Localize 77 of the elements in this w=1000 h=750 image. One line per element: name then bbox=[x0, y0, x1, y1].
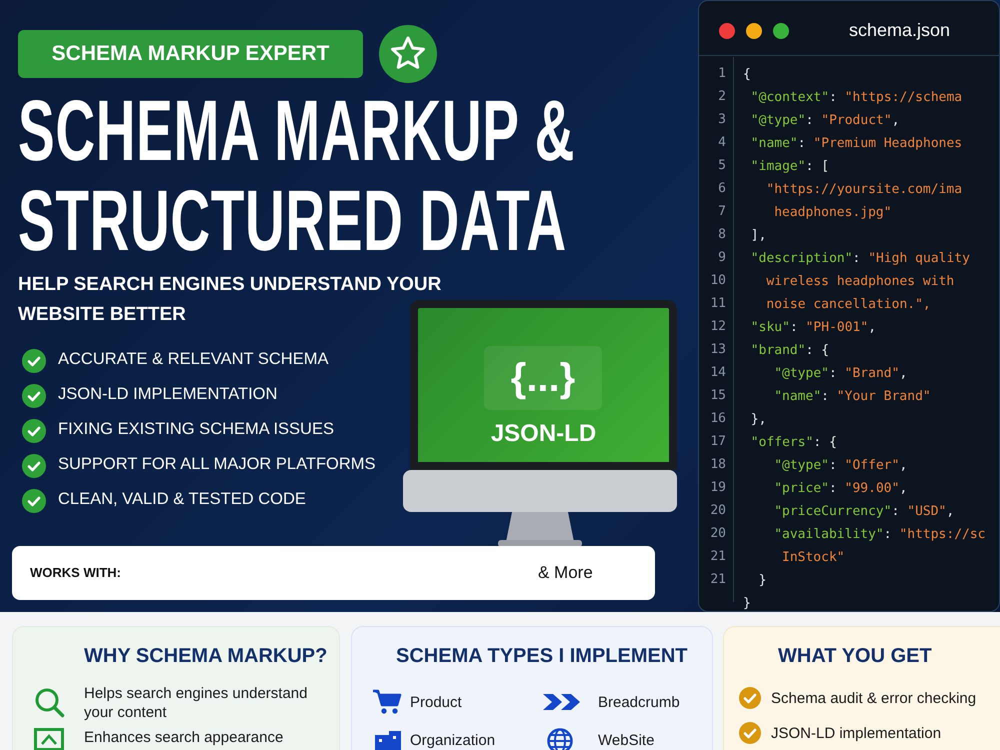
line-number: 5 bbox=[717, 157, 726, 175]
badge: SCHEMA MARKUP EXPERT bbox=[18, 30, 363, 78]
line-number: 1 bbox=[717, 65, 726, 83]
bar-text: & More bbox=[538, 563, 593, 583]
code-line: "@type": "Brand", bbox=[774, 365, 908, 383]
feature-text: JSON-LD IMPLEMENTATION bbox=[58, 385, 278, 404]
feature-text: ACCURATE & RELEVANT SCHEMA bbox=[58, 350, 328, 369]
feature-text: CLEAN, VALID & TESTED CODE bbox=[58, 490, 306, 509]
code-line: "@type": "Offer", bbox=[774, 457, 908, 475]
code-line: "name": "Premium Headphones bbox=[750, 135, 962, 153]
code-window bbox=[698, 0, 1000, 612]
line-number: 20 bbox=[709, 502, 726, 520]
list-text: Helps search engines understand your content bbox=[84, 684, 308, 722]
list-text: WebSite bbox=[598, 731, 656, 750]
line-number: 9 bbox=[717, 249, 726, 267]
code-line: "offers": { bbox=[750, 434, 837, 452]
card-heading: WHAT YOU GET bbox=[778, 645, 932, 668]
line-number: 18 bbox=[709, 456, 726, 474]
code-line: "@type": "Product", bbox=[750, 112, 900, 130]
list-text: Organization bbox=[410, 731, 496, 750]
line-number: 8 bbox=[717, 226, 726, 244]
line-number: 6 bbox=[717, 180, 726, 198]
card-heading: WHY SCHEMA MARKUP? bbox=[84, 645, 328, 668]
line-number: 11 bbox=[709, 295, 726, 313]
headline: SCHEMA MARKUP & STRUCTURED DATA bbox=[18, 86, 576, 266]
line-number: 16 bbox=[709, 410, 726, 428]
code-line: "name": "Your Brand" bbox=[774, 388, 931, 406]
code-line: "price": "99.00", bbox=[774, 480, 908, 498]
list-text: Enhances search appearance bbox=[84, 728, 284, 747]
line-number: 2 bbox=[717, 88, 726, 106]
line-number: 15 bbox=[709, 387, 726, 405]
code-line: ], bbox=[750, 227, 766, 245]
bar-label: WORKS WITH: bbox=[30, 565, 121, 580]
card-panel bbox=[723, 626, 1000, 750]
code-braces: {...} bbox=[484, 346, 602, 410]
line-number: 21 bbox=[709, 571, 726, 589]
code-line: noise cancellation.", bbox=[766, 296, 931, 314]
line-number: 21 bbox=[709, 548, 726, 566]
card-panel bbox=[12, 626, 340, 750]
list-text: Schema audit & error checking bbox=[771, 689, 978, 708]
code-line: "https://yoursite.com/ima bbox=[766, 181, 962, 199]
code-line: "image": [ bbox=[750, 158, 830, 176]
line-number: 10 bbox=[709, 272, 726, 290]
line-number: 12 bbox=[709, 318, 726, 336]
line-number: 14 bbox=[709, 364, 726, 382]
code-line: InStock" bbox=[782, 549, 845, 567]
line-number: 20 bbox=[709, 525, 726, 543]
code-line: headphones.jpg" bbox=[774, 204, 892, 222]
line-number: 3 bbox=[717, 111, 726, 129]
code-line: "description": "High quality bbox=[750, 250, 970, 268]
code-line: { bbox=[743, 66, 751, 84]
code-line: "availability": "https://sc bbox=[774, 526, 986, 544]
card-heading: SCHEMA TYPES I IMPLEMENT bbox=[396, 645, 688, 668]
info-bar bbox=[12, 546, 655, 600]
line-number: 19 bbox=[709, 479, 726, 497]
code-line: "brand": { bbox=[750, 342, 830, 360]
list-text: Breadcrumb bbox=[598, 693, 681, 712]
list-text: JSON-LD implementation bbox=[771, 724, 942, 743]
code-line: "priceCurrency": "USD", bbox=[774, 503, 954, 521]
code-line: wireless headphones with bbox=[766, 273, 954, 291]
code-line: "@context": "https://schema bbox=[750, 89, 962, 107]
card-panel bbox=[351, 626, 713, 750]
line-number: 13 bbox=[709, 341, 726, 359]
code-line: "sku": "PH-001", bbox=[750, 319, 876, 337]
line-number: 17 bbox=[709, 433, 726, 451]
list-text: Product bbox=[410, 693, 463, 712]
feature-text: SUPPORT FOR ALL MAJOR PLATFORMS bbox=[58, 455, 376, 474]
subheading: HELP SEARCH ENGINES UNDERSTAND YOUR WEBSITE BETTER bbox=[18, 273, 442, 327]
code-line: }, bbox=[750, 411, 766, 429]
screen-label: JSON-LD bbox=[490, 420, 598, 448]
monitor-screen bbox=[410, 300, 677, 470]
line-number: 4 bbox=[717, 134, 726, 152]
file-name: schema.json bbox=[849, 20, 950, 41]
line-number: 7 bbox=[717, 203, 726, 221]
feature-text: FIXING EXISTING SCHEMA ISSUES bbox=[58, 420, 334, 439]
code-line: } bbox=[758, 572, 766, 590]
code-line: } bbox=[743, 595, 751, 613]
